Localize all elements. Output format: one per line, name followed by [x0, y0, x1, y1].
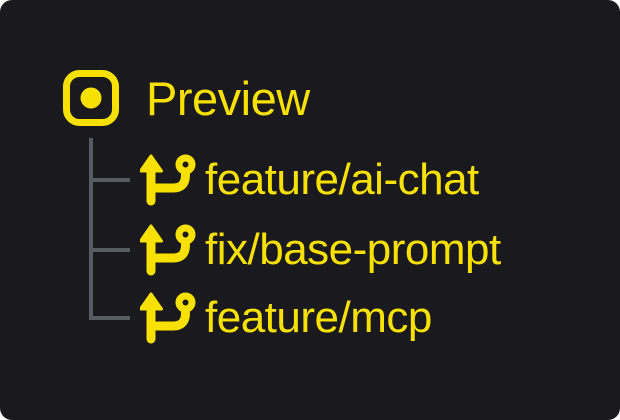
branch-label: feature/mcp — [205, 293, 432, 342]
preview-dot-square-icon — [63, 70, 119, 126]
git-branch-icon — [140, 154, 196, 206]
git-branch-icon — [140, 292, 196, 344]
tree-vertical-line — [89, 138, 93, 320]
git-branch-icon — [140, 224, 196, 276]
branch-item-fix-base-prompt[interactable]: fix/base-prompt — [140, 224, 501, 276]
branch-label: fix/base-prompt — [205, 225, 501, 274]
tree-branch-line — [89, 248, 130, 252]
branch-item-feature-ai-chat[interactable]: feature/ai-chat — [140, 154, 479, 206]
branch-item-feature-mcp[interactable]: feature/mcp — [140, 292, 432, 344]
tree-branch-line — [89, 316, 130, 320]
tree-branch-line — [89, 178, 130, 182]
preview-header: Preview — [63, 70, 310, 126]
branch-label: feature/ai-chat — [205, 155, 479, 204]
preview-label: Preview — [146, 71, 310, 125]
